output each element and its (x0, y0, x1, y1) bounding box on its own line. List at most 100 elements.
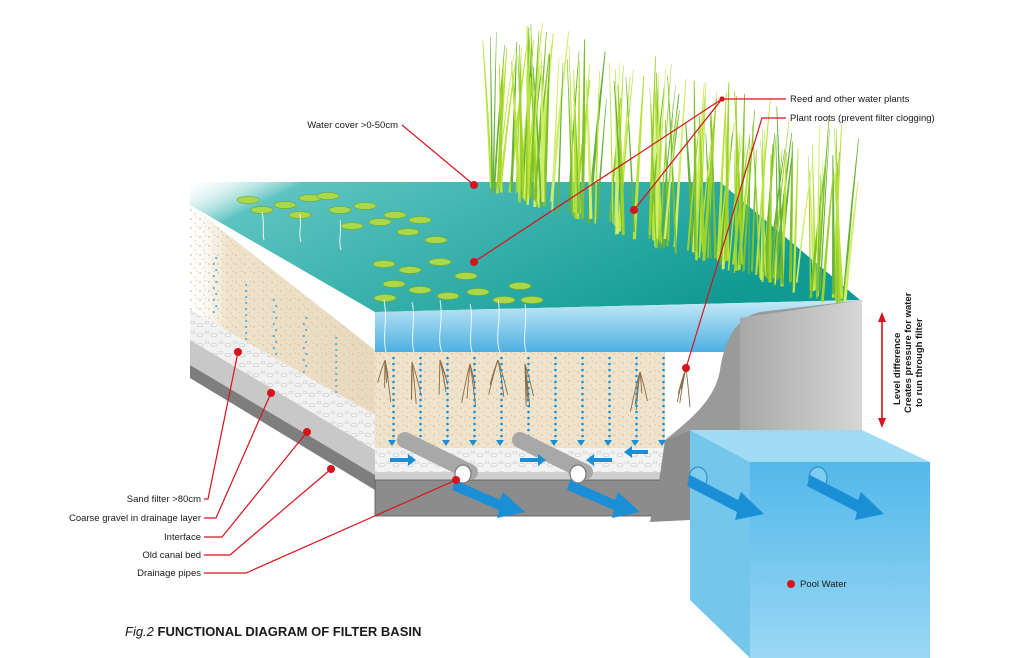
flow-dot (446, 374, 449, 378)
flow-dot (305, 328, 308, 332)
flow-dot (635, 416, 638, 420)
flow-dot (305, 316, 308, 320)
reed-blade (585, 79, 593, 219)
lily-pad (424, 236, 448, 244)
reed-blade (673, 79, 687, 248)
flow-dot (527, 404, 530, 408)
lily-pad (316, 192, 340, 200)
flow-dot (608, 422, 611, 426)
flow-arrowhead (496, 440, 504, 446)
lily-pad (353, 202, 377, 210)
lily-pads (236, 192, 544, 304)
reed-blade (685, 123, 695, 254)
flow-dot (581, 392, 584, 396)
flow-dot (662, 416, 665, 420)
flow-dot (635, 392, 638, 396)
flow-dot (500, 386, 503, 390)
flow-dot (608, 398, 611, 402)
reed-blade (831, 155, 835, 295)
flow-arrowhead (469, 440, 477, 446)
flow-dot (527, 362, 530, 366)
reed-blade (693, 80, 697, 252)
flow-dot (419, 380, 422, 384)
flow-dot (446, 380, 449, 384)
lily-pad (466, 288, 490, 296)
flow-dot (554, 392, 557, 396)
flow-dot (608, 392, 611, 396)
flow-dot (272, 322, 275, 326)
filtration-flow-lines (212, 256, 666, 446)
flow-dot (500, 428, 503, 432)
flow-dot (554, 356, 557, 360)
reed-blade (492, 31, 497, 188)
flow-arrowhead (658, 440, 666, 446)
lily-pad (408, 286, 432, 294)
flow-dot (275, 304, 278, 308)
lily-pad (492, 296, 516, 304)
flow-dot (392, 386, 395, 390)
flow-dot (527, 422, 530, 426)
flow-dot (245, 325, 248, 329)
flow-dot (608, 368, 611, 372)
reed-blade (686, 121, 700, 251)
lily-pad (383, 211, 407, 219)
flow-dot (500, 434, 503, 438)
flow-dot (635, 386, 638, 390)
reed-blade (617, 85, 625, 236)
flow-dot (446, 386, 449, 390)
figure-caption: Fig.2 FUNCTIONAL DIAGRAM OF FILTER BASIN (125, 624, 421, 639)
flow-dot (245, 283, 248, 287)
label-plant-roots: Plant roots (prevent filter clogging) (790, 113, 935, 124)
reed-blade (808, 156, 812, 291)
flow-dot (419, 434, 422, 438)
root-strand (524, 363, 531, 408)
flow-dot (554, 368, 557, 372)
root-strand (377, 359, 386, 383)
flow-dot (473, 434, 476, 438)
flow-dot (302, 322, 305, 326)
reed-blade (529, 31, 540, 198)
reed-blade (843, 182, 859, 304)
flow-dot (473, 422, 476, 426)
flow-dot (581, 386, 584, 390)
reed-blade (734, 91, 744, 265)
flow-dot (527, 416, 530, 420)
flow-arrowhead (442, 440, 450, 446)
flow-dot (302, 334, 305, 338)
flow-dot (392, 368, 395, 372)
flow-dot (335, 390, 338, 394)
flow-dot (608, 380, 611, 384)
flow-dot (527, 410, 530, 414)
flow-dot (392, 422, 395, 426)
flow-dot (419, 362, 422, 366)
flow-dot (473, 380, 476, 384)
reed-blade (625, 76, 635, 233)
label-sand-filter: Sand filter >80cm (127, 494, 201, 505)
lily-pad (373, 294, 397, 302)
flow-arrowhead (388, 440, 396, 446)
flow-dot (245, 319, 248, 323)
flow-dot (392, 380, 395, 384)
flow-dot (473, 356, 476, 360)
reed-blade (723, 82, 730, 262)
flow-dot (446, 404, 449, 408)
label-pool-water: Pool Water (800, 579, 847, 590)
flow-dot (662, 428, 665, 432)
flow-dot (272, 334, 275, 338)
flow-dot (392, 428, 395, 432)
flow-dot (212, 286, 215, 290)
flow-dot (446, 410, 449, 414)
flow-dot (500, 368, 503, 372)
flow-dot (302, 370, 305, 374)
flow-dot (635, 380, 638, 384)
flow-dot (392, 398, 395, 402)
flow-dot (275, 316, 278, 320)
reed-plants (482, 22, 859, 307)
reed-blade (768, 154, 772, 283)
flow-dot (335, 354, 338, 358)
flow-dot (473, 428, 476, 432)
flow-dot (608, 362, 611, 366)
flow-dot (581, 356, 584, 360)
flow-dot (245, 307, 248, 311)
flow-dot (581, 374, 584, 378)
